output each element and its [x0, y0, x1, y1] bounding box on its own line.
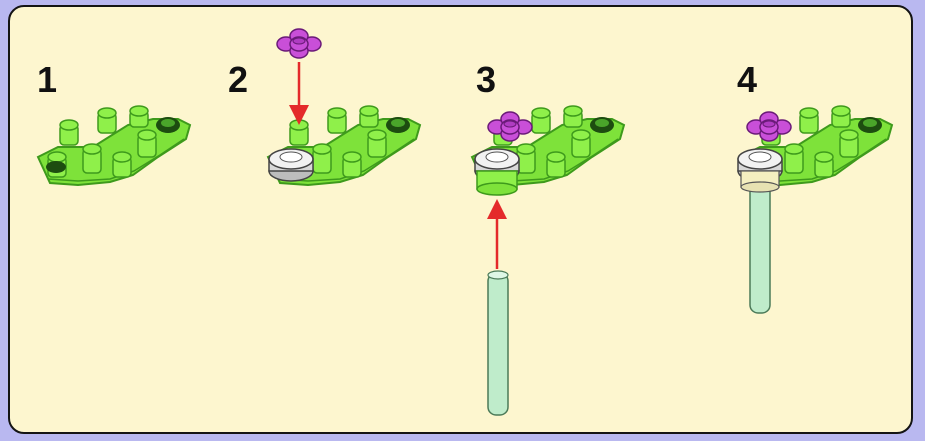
step3-gray-round-brick: [474, 148, 520, 196]
step2-magenta-flower: [276, 28, 322, 59]
step4-mint-bar: [749, 176, 771, 314]
step1-green-plate: [37, 105, 191, 186]
step-number-4: 4: [737, 59, 758, 100]
step-number-2: 2: [228, 59, 249, 100]
step4-gray-round-brick: [737, 148, 783, 193]
step4-magenta-flower: [746, 111, 792, 142]
instruction-panel: 1 2 3 4: [8, 5, 913, 434]
step2-gray-round-brick: [268, 148, 314, 182]
instruction-artwork: [37, 28, 893, 416]
step-number-3: 3: [476, 59, 497, 100]
step3-mint-bar: [487, 270, 509, 416]
step-number-1: 1: [37, 59, 58, 100]
